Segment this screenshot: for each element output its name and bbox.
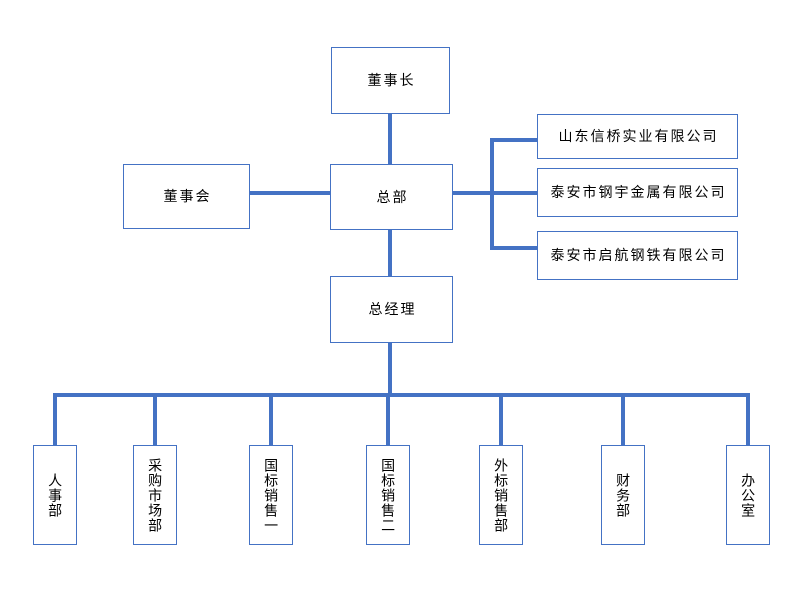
connector-drop-dept-1: [53, 395, 57, 445]
org-node-general-manager: 总经理: [330, 276, 453, 343]
connector-drop-dept-4: [386, 395, 390, 445]
org-node-dept-purchasing-market: 采购市场部: [133, 445, 177, 545]
connector-drop-dept-5: [499, 395, 503, 445]
org-node-dept-national-sales-1-label: 国标销售一: [263, 458, 280, 533]
org-node-dept-finance: 财务部: [601, 445, 645, 545]
connector-gm-bus: [388, 342, 392, 395]
org-node-subsidiary-1-label: 山东信桥实业有限公司: [558, 128, 719, 145]
connector-board-headquarters: [249, 191, 330, 195]
org-node-dept-external-sales: 外标销售部: [479, 445, 523, 545]
connector-departments-bus: [53, 393, 750, 397]
org-node-dept-finance-label: 财务部: [615, 473, 632, 518]
org-node-subsidiary-1: 山东信桥实业有限公司: [537, 114, 738, 159]
org-node-general-manager-label: 总经理: [368, 301, 417, 318]
org-node-dept-national-sales-2-label: 国标销售二: [380, 458, 397, 533]
connector-headquarters-subsidiaries: [452, 191, 537, 195]
org-node-board-label: 董事会: [163, 188, 212, 205]
org-node-dept-national-sales-2: 国标销售二: [366, 445, 410, 545]
org-node-board: 董事会: [123, 164, 250, 229]
connector-chairman-headquarters: [388, 113, 392, 164]
connector-headquarters-gm: [388, 229, 392, 276]
org-node-dept-office-label: 办公室: [740, 473, 757, 518]
org-node-dept-hr-label: 人事部: [47, 473, 64, 518]
connector-subsidiary-3-stub: [490, 246, 537, 250]
org-node-subsidiary-3: 泰安市启航钢铁有限公司: [537, 231, 738, 280]
connector-drop-dept-2: [153, 395, 157, 445]
connector-drop-dept-3: [269, 395, 273, 445]
org-node-dept-external-sales-label: 外标销售部: [493, 458, 510, 533]
connector-drop-dept-6: [621, 395, 625, 445]
connector-subsidiaries-trunk: [490, 138, 494, 250]
org-node-dept-office: 办公室: [726, 445, 770, 545]
connector-drop-dept-7: [746, 395, 750, 445]
org-node-chairman-label: 董事长: [367, 72, 416, 89]
connector-subsidiary-1-stub: [490, 138, 537, 142]
org-node-subsidiary-3-label: 泰安市启航钢铁有限公司: [550, 247, 727, 264]
org-node-dept-national-sales-1: 国标销售一: [249, 445, 293, 545]
org-node-subsidiary-2: 泰安市钢宇金属有限公司: [537, 168, 738, 217]
org-node-chairman: 董事长: [331, 47, 450, 114]
org-node-headquarters-label: 总部: [376, 188, 409, 205]
org-node-dept-purchasing-market-label: 采购市场部: [147, 458, 164, 533]
org-node-dept-hr: 人事部: [33, 445, 77, 545]
org-node-headquarters: 总部: [330, 164, 453, 230]
org-node-subsidiary-2-label: 泰安市钢宇金属有限公司: [550, 184, 727, 201]
